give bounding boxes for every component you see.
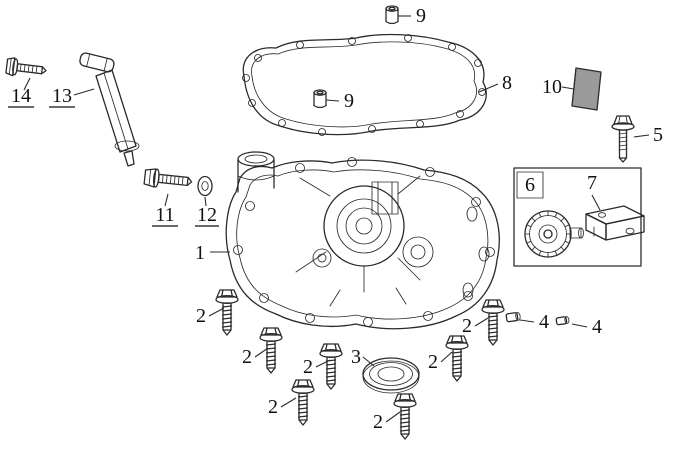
pump-rotor bbox=[524, 210, 584, 258]
callout-2-a: 2 bbox=[196, 305, 206, 327]
callout-1: 1 bbox=[195, 242, 205, 264]
pin-4-right bbox=[555, 316, 570, 326]
leader-line bbox=[254, 347, 269, 358]
cover-gasket bbox=[242, 33, 487, 136]
hex-bolt-14 bbox=[5, 57, 47, 77]
callout-10: 10 bbox=[542, 76, 562, 98]
leader-lines bbox=[23, 15, 650, 423]
callout-2-c: 2 bbox=[303, 356, 313, 378]
callout-2-d: 2 bbox=[268, 396, 278, 418]
callout-9-top: 9 bbox=[416, 5, 426, 27]
sealing-washer bbox=[197, 175, 213, 197]
cover-ribs bbox=[295, 175, 421, 307]
leader-line bbox=[561, 86, 575, 90]
callout-11: 11 bbox=[155, 204, 174, 226]
leader-line bbox=[23, 77, 31, 91]
callout-8: 8 bbox=[502, 72, 512, 94]
leader-line bbox=[204, 196, 207, 207]
leader-line bbox=[385, 411, 401, 423]
callout-5: 5 bbox=[653, 124, 663, 146]
parts-layer bbox=[5, 5, 645, 440]
oil-dipstick bbox=[79, 52, 140, 167]
leader-line bbox=[164, 193, 169, 207]
flange-bolt-2-c bbox=[319, 343, 343, 390]
rotor-teeth bbox=[524, 210, 572, 258]
leader-line bbox=[73, 88, 95, 96]
callout-9-middle: 9 bbox=[344, 90, 354, 112]
hex-bolt-11 bbox=[143, 168, 193, 188]
callout-2-g: 2 bbox=[462, 315, 472, 337]
leader-line bbox=[474, 317, 489, 327]
leader-line bbox=[280, 397, 297, 408]
callout-4-left: 4 bbox=[539, 311, 549, 333]
leader-line bbox=[325, 99, 340, 102]
oil-seal bbox=[362, 357, 420, 394]
leader-line bbox=[478, 83, 499, 93]
leader-line bbox=[315, 359, 331, 368]
cover-bolt-holes bbox=[233, 157, 495, 327]
leader-line bbox=[519, 319, 535, 323]
bracket bbox=[585, 205, 645, 241]
dowel-pin-top bbox=[385, 5, 399, 25]
flange-bolt-2-e bbox=[393, 393, 417, 440]
gasket-bolt-holes bbox=[242, 34, 486, 136]
callout-2-e: 2 bbox=[373, 411, 383, 433]
leader-line bbox=[440, 351, 453, 363]
callout-7: 7 bbox=[587, 172, 597, 194]
flange-bolt-5 bbox=[611, 115, 635, 163]
leader-line bbox=[571, 323, 588, 328]
pin-4-left bbox=[505, 311, 521, 323]
callout-3: 3 bbox=[351, 346, 361, 368]
crankcase-cover bbox=[225, 151, 500, 330]
flange-bolt-2-d bbox=[291, 379, 315, 426]
callout-2-f: 2 bbox=[428, 351, 438, 373]
cover-flange-slots bbox=[462, 206, 490, 298]
callout-13: 13 bbox=[52, 85, 72, 107]
callout-14: 14 bbox=[11, 85, 31, 107]
flange-bolt-2-f bbox=[445, 335, 469, 382]
callout-12: 12 bbox=[197, 204, 217, 226]
callout-labels: 14 13 9 9 8 10 5 6 7 11 12 1 3 4 4 2 2 2… bbox=[8, 5, 663, 433]
flange-bolt-2-b bbox=[259, 327, 283, 374]
leader-line bbox=[591, 194, 601, 211]
leader-line bbox=[208, 307, 225, 317]
leader-line bbox=[362, 356, 375, 367]
shim-plate bbox=[571, 67, 602, 111]
oil-filler-neck bbox=[237, 151, 275, 193]
flange-bolt-2-g bbox=[481, 299, 505, 346]
dowel-pin-middle bbox=[313, 89, 327, 109]
callout-6: 6 bbox=[525, 174, 535, 196]
flange-bolt-2-a bbox=[215, 289, 239, 336]
callout-2-b: 2 bbox=[242, 346, 252, 368]
callout-4-right: 4 bbox=[592, 316, 602, 338]
leader-line bbox=[633, 134, 650, 138]
